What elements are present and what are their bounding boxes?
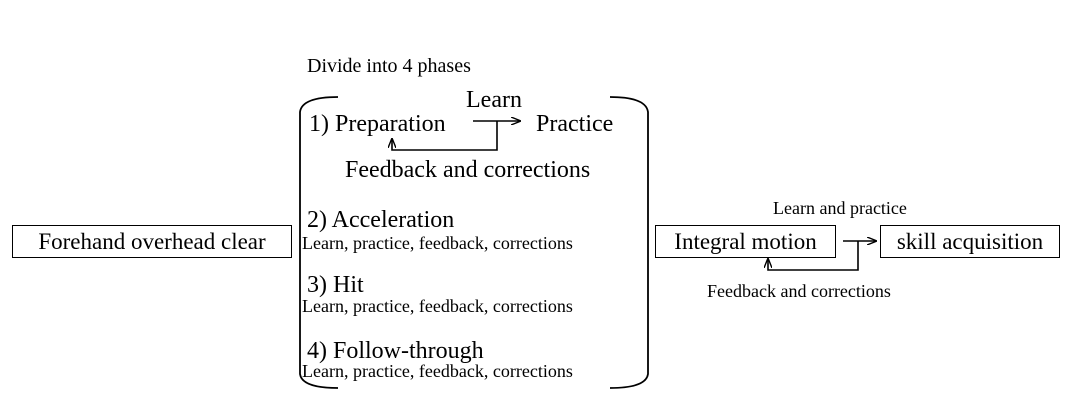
integral-motion-box: Integral motion — [655, 225, 836, 258]
phase-3-title: 3) Hit — [307, 272, 364, 298]
right-bracket — [609, 96, 649, 389]
divide-title: Divide into 4 phases — [307, 55, 471, 77]
final-feedback-loop — [768, 241, 859, 271]
learn-and-practice-label: Learn and practice — [773, 198, 907, 218]
phase-2-detail: Learn, practice, feedback, corrections — [302, 233, 573, 253]
skill-acquisition-box: skill acquisition — [880, 225, 1060, 258]
phase-4-detail: Learn, practice, feedback, corrections — [302, 361, 573, 381]
phase-2-title: 2) Acceleration — [307, 207, 455, 233]
phase-4-title: 4) Follow-through — [307, 338, 484, 364]
phase-1-feedback-label: Feedback and corrections — [345, 157, 591, 183]
final-feedback-label: Feedback and corrections — [707, 281, 891, 301]
phase-1-learn-label: Learn — [466, 87, 522, 113]
phase-1-practice: Practice — [536, 111, 614, 137]
phase-1-feedback-loop — [392, 121, 498, 151]
phase-3-detail: Learn, practice, feedback, corrections — [302, 296, 573, 316]
phase-1-title: 1) Preparation — [309, 111, 446, 137]
left-bracket — [299, 96, 339, 389]
forehand-overhead-clear-box: Forehand overhead clear — [12, 225, 292, 258]
